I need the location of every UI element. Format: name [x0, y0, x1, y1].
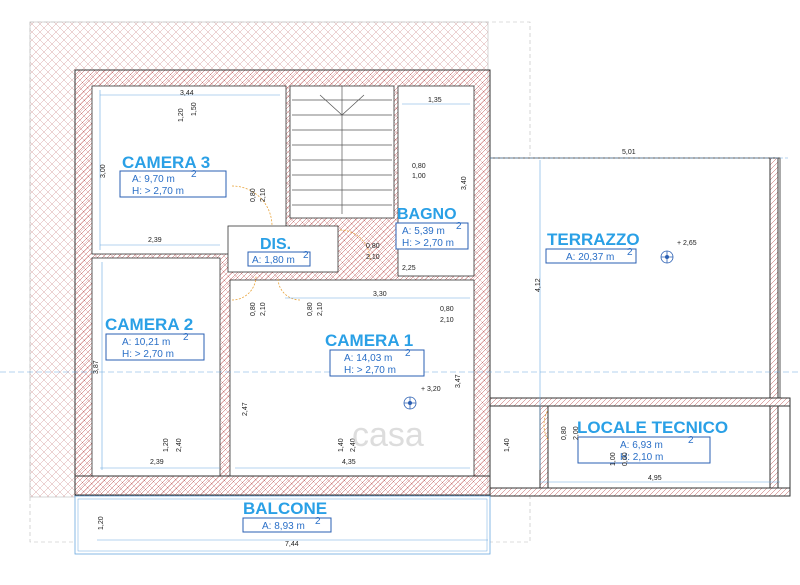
dimension-label: 2,40	[350, 438, 357, 452]
area-superscript: 2	[303, 250, 309, 261]
dimension-label: 2,00	[573, 426, 580, 440]
staircase	[292, 86, 392, 214]
dimension-label: 2,10	[260, 188, 267, 202]
dimension-label: 3,44	[180, 90, 194, 97]
dimension-label: 3,30	[373, 291, 387, 298]
dimension-label: 1,50	[191, 102, 198, 116]
dimension-label: 1,35	[428, 97, 442, 104]
watermark: casa	[352, 416, 424, 454]
info-box-dis	[247, 251, 311, 267]
dimension-label: 2,39	[148, 237, 162, 244]
info-box-locale-tecnico	[577, 436, 711, 464]
dimension-label: 4,35	[342, 459, 356, 466]
room-name-camera2: CAMERA 2	[105, 315, 193, 334]
elevation-marker-camera1	[403, 396, 417, 410]
dimension-label: 0,80	[307, 302, 314, 316]
height-locale-tecnico: H: 2,10 m	[620, 452, 663, 463]
area-camera2: A: 10,21 m	[122, 337, 170, 348]
dimension-lines	[0, 90, 800, 541]
dimension-label: 2,10	[317, 302, 324, 316]
dimension-label: 1,40	[338, 438, 345, 452]
area-superscript: 2	[456, 221, 462, 232]
dimension-label: 3,40	[461, 176, 468, 190]
room-name-dis: DIS.	[260, 236, 291, 253]
elevation-marker-terrazzo	[660, 250, 674, 264]
area-terrazzo: A: 20,37 m	[566, 252, 614, 263]
area-locale-tecnico: A: 6,93 m	[620, 440, 663, 451]
info-box-bagno	[395, 222, 469, 250]
dimension-label: 3,00	[100, 164, 107, 178]
info-box-camera3	[119, 170, 227, 198]
room-name-balcone: BALCONE	[243, 499, 327, 518]
info-box-terrazzo	[545, 248, 637, 264]
height-bagno: H: > 2,70 m	[402, 238, 454, 249]
dimension-label: 2,40	[176, 438, 183, 452]
height-camera3: H: > 2,70 m	[132, 186, 184, 197]
dimension-label: 1,00	[610, 452, 617, 466]
elevation-terrazzo: + 2,65	[677, 240, 697, 247]
dimension-label: 2,10	[440, 317, 454, 324]
dimension-label: 1,40	[504, 438, 511, 452]
info-box-balcone	[242, 517, 332, 533]
dimension-label: 3,87	[93, 360, 100, 374]
room-name-camera3: CAMERA 3	[122, 153, 210, 172]
elevation-camera1: + 3,20	[421, 386, 441, 393]
area-superscript: 2	[627, 247, 633, 258]
dimension-label: 3,47	[455, 374, 462, 388]
dimension-label: 5,01	[622, 149, 636, 156]
dimension-label: 2,39	[150, 459, 164, 466]
height-camera1: H: > 2,70 m	[344, 365, 396, 376]
dimension-label: 2,10	[366, 254, 380, 261]
height-camera2: H: > 2,70 m	[122, 349, 174, 360]
dimension-label: 1,20	[178, 108, 185, 122]
dimension-label: 0,80	[250, 188, 257, 202]
info-box-camera2	[105, 333, 205, 361]
dimension-label: 0,80	[561, 426, 568, 440]
dimension-label: 2,10	[260, 302, 267, 316]
dimension-label: 0,80	[440, 306, 454, 313]
area-camera1: A: 14,03 m	[344, 353, 392, 364]
room-name-terrazzo: TERRAZZO	[547, 230, 640, 249]
area-superscript: 2	[315, 516, 321, 527]
dimension-label: 0,80	[412, 163, 426, 170]
area-camera3: A: 9,70 m	[132, 174, 175, 185]
dimension-label: 4,12	[535, 278, 542, 292]
area-superscript: 2	[688, 435, 694, 446]
dimension-label: 0,80	[250, 302, 257, 316]
dimension-label: 2,25	[402, 265, 416, 272]
area-balcone: A: 8,93 m	[262, 521, 305, 532]
building-walls	[74, 69, 491, 497]
dimension-label: 0,80	[366, 243, 380, 250]
room-name-bagno: BAGNO	[397, 206, 457, 223]
area-superscript: 2	[191, 169, 197, 180]
dimension-label: 7,44	[285, 541, 299, 548]
dimension-label: 0,60	[622, 452, 629, 466]
dimension-label: 1,20	[163, 438, 170, 452]
doors	[231, 185, 549, 441]
area-superscript: 2	[183, 332, 189, 343]
dimension-label: 1,20	[98, 516, 105, 530]
info-box-camera1	[329, 349, 425, 377]
dimension-label: 1,00	[412, 173, 426, 180]
area-dis: A: 1,80 m	[252, 255, 295, 266]
area-bagno: A: 5,39 m	[402, 226, 445, 237]
dimension-label: 4,95	[648, 475, 662, 482]
room-name-camera1: CAMERA 1	[325, 331, 413, 350]
room-name-locale-tecnico: LOCALE TECNICO	[577, 418, 728, 437]
area-superscript: 2	[405, 348, 411, 359]
dimension-label: 2,47	[242, 402, 249, 416]
